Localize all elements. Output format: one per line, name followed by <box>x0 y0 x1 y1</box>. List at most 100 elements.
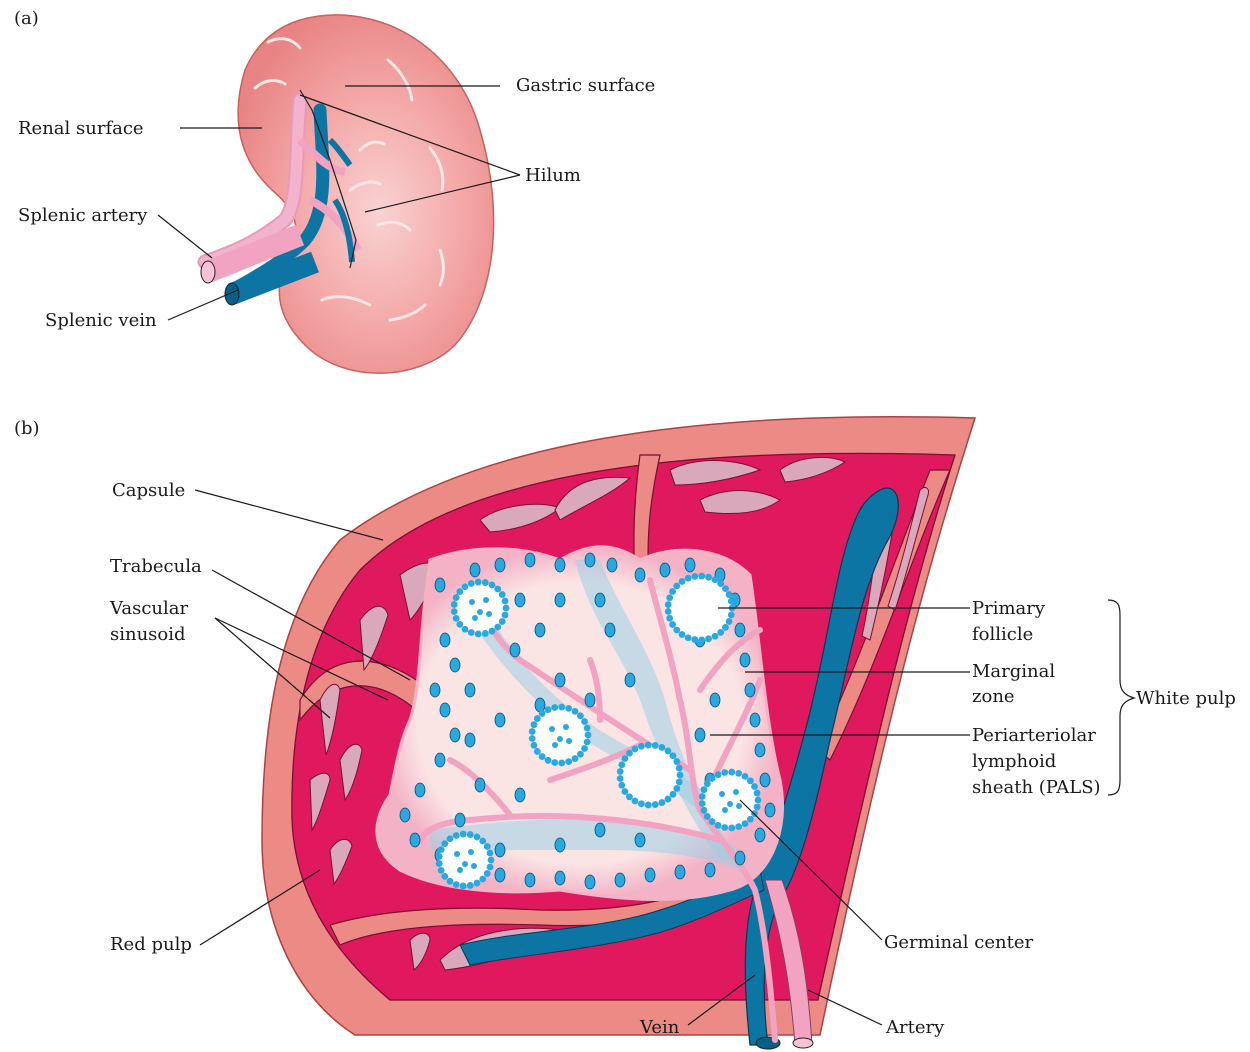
follicle-lymphocyte <box>726 591 733 598</box>
panel-a-tag: (a) <box>14 8 39 29</box>
follicle-lymphocyte <box>441 873 448 880</box>
label-pals-3: sheath (PALS) <box>972 777 1101 798</box>
marginal-lymphocyte <box>535 623 545 637</box>
label-primary-follicle-1: Primary <box>972 598 1046 619</box>
germinal-center-cell <box>549 726 555 732</box>
follicle-lymphocyte <box>436 860 443 867</box>
follicle-lymphocyte <box>709 775 716 782</box>
panel-b-tag: (b) <box>14 418 40 439</box>
marginal-lymphocyte <box>495 843 505 857</box>
artery-end <box>793 1038 813 1048</box>
follicle-lymphocyte <box>751 783 758 790</box>
panel-a: (a) <box>14 8 655 373</box>
germinal-center-cell <box>552 742 558 748</box>
marginal-lymphocyte <box>615 873 625 887</box>
follicle-lymphocyte <box>460 831 467 838</box>
follicle-lymphocyte <box>712 576 719 583</box>
follicle-lymphocyte <box>626 750 633 757</box>
follicle-lymphocyte <box>673 627 680 634</box>
follicle-lymphocyte <box>665 748 672 755</box>
follicle-lymphocyte <box>451 608 458 615</box>
marginal-lymphocyte <box>585 693 595 707</box>
marginal-lymphocyte <box>400 808 410 822</box>
germinal-center-cell <box>477 609 483 615</box>
follicle-lymphocyte <box>572 708 579 715</box>
follicle-lymphocyte <box>484 870 491 877</box>
follicle-lymphocyte <box>453 881 460 888</box>
follicle-lymphocyte <box>502 612 509 619</box>
marginal-lymphocyte <box>410 833 420 847</box>
germinal-center-cell <box>719 791 725 797</box>
germinal-center-cell <box>566 738 572 744</box>
marginal-lymphocyte <box>495 713 505 727</box>
follicle-lymphocyte <box>669 621 676 628</box>
follicle-lymphocyte <box>584 739 591 746</box>
follicle-lymphocyte <box>545 757 552 764</box>
marginal-lymphocyte <box>660 563 670 577</box>
marginal-lymphocyte <box>735 623 745 637</box>
follicle-lymphocyte <box>436 853 443 860</box>
follicle-lymphocyte <box>545 706 552 713</box>
follicle-lymphocyte <box>494 586 501 593</box>
marginal-lymphocyte <box>595 823 605 837</box>
marginal-lymphocyte <box>515 788 525 802</box>
marginal-lymphocyte <box>435 753 445 767</box>
spleen-body <box>238 15 493 373</box>
follicle-lymphocyte <box>468 580 475 587</box>
follicle-lymphocyte <box>503 605 510 612</box>
follicle-lymphocyte <box>475 579 482 586</box>
germinal-center-cell <box>733 789 739 795</box>
follicle-lymphocyte <box>715 822 722 829</box>
germinal-center-cell <box>557 736 563 742</box>
marginal-lymphocyte <box>607 558 617 572</box>
marginal-lymphocyte <box>465 733 475 747</box>
follicle-lymphocyte <box>735 770 742 777</box>
follicle-lymphocyte <box>658 799 665 806</box>
marginal-lymphocyte <box>765 803 775 817</box>
follicle-lymphocyte <box>494 624 501 631</box>
follicle-lymphocyte <box>456 621 463 628</box>
label-germinal-center: Germinal center <box>884 932 1033 953</box>
marginal-lymphocyte <box>470 563 480 577</box>
label-artery: Artery <box>885 1017 945 1038</box>
follicle-lymphocyte <box>638 800 645 807</box>
follicle-lymphocyte <box>726 618 733 625</box>
follicle-lymphocyte <box>438 867 445 874</box>
marginal-lymphocyte <box>555 593 565 607</box>
marginal-lymphocyte <box>525 873 535 887</box>
follicle-lymphocyte <box>581 745 588 752</box>
marginal-lymphocyte <box>440 633 450 647</box>
follicle-lymphocyte <box>673 583 680 590</box>
marginal-lymphocyte <box>595 593 605 607</box>
follicle-lymphocyte <box>722 624 729 631</box>
marginal-lymphocyte <box>585 875 595 889</box>
follicle-lymphocyte <box>717 580 724 587</box>
marginal-lymphocyte <box>495 868 505 882</box>
marginal-lymphocyte <box>450 658 460 672</box>
marginal-lymphocyte <box>555 673 565 687</box>
follicle-lymphocyte <box>447 878 454 885</box>
follicle-lymphocyte <box>747 777 754 784</box>
follicle-lymphocyte <box>638 743 645 750</box>
follicle-lymphocyte <box>581 718 588 725</box>
follicle-lymphocyte <box>487 864 494 871</box>
follicle-lymphocyte <box>489 582 496 589</box>
follicle-lymphocyte <box>632 746 639 753</box>
follicle-lymphocyte <box>704 780 711 787</box>
marginal-lymphocyte <box>710 693 720 707</box>
marginal-lymphocyte <box>555 558 565 572</box>
germinal-center-cell <box>471 863 477 869</box>
marginal-lymphocyte <box>555 838 565 852</box>
follicle-lymphocyte <box>626 793 633 800</box>
follicle-lymphocyte <box>467 831 474 838</box>
follicle-lymphocyte <box>489 628 496 635</box>
follicle-lymphocyte <box>742 820 749 827</box>
label-hilum: Hilum <box>525 165 581 186</box>
marginal-lymphocyte <box>510 643 520 657</box>
follicle-lymphocyte <box>754 804 761 811</box>
germinal-center-cell <box>563 724 569 730</box>
marginal-lymphocyte <box>415 783 425 797</box>
follicle-lymphocyte <box>728 769 735 776</box>
follicle-lymphocyte <box>705 635 712 642</box>
